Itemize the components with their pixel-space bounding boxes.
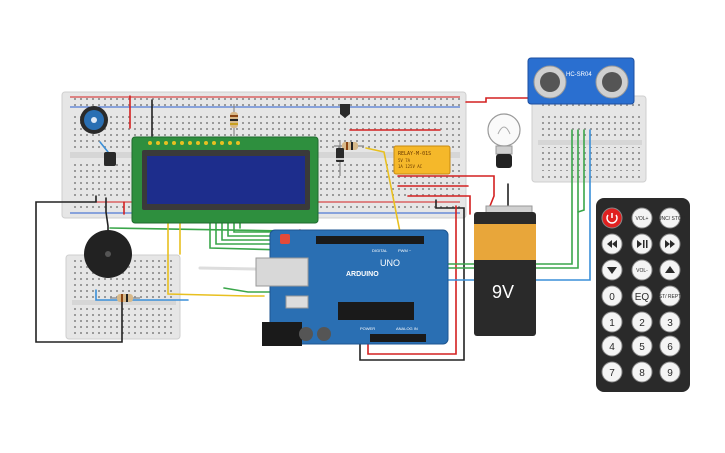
play-pause-button[interactable]: [631, 233, 653, 255]
remote-button-3[interactable]: 3: [659, 311, 681, 333]
remote-button-label: VOL-: [636, 268, 648, 274]
remote-button-8[interactable]: 8: [631, 361, 653, 383]
transistor: [340, 104, 350, 118]
remote-button-label: ST/ REPT: [659, 294, 682, 300]
relay-module: RELAY-M-01S 5V 7A 1A 125V AC: [393, 145, 451, 175]
remote-button-9[interactable]: 9: [659, 361, 681, 383]
remote-button-label: 4: [609, 342, 615, 353]
remote-button-label: 1: [609, 318, 615, 329]
fast-forward-icon: [665, 240, 675, 248]
power-icon: [606, 213, 618, 224]
lcd-display: [131, 136, 319, 224]
remote-button-1[interactable]: 1: [601, 311, 623, 333]
remote-button-label: 3: [667, 318, 673, 329]
remote-button-5[interactable]: 5: [631, 335, 653, 357]
resistor-mid: [334, 142, 364, 150]
small-breadboard-left: [65, 254, 181, 340]
remote-button-vol-[interactable]: VOL+: [631, 207, 653, 229]
remote-button-eq[interactable]: EQ: [631, 285, 653, 307]
remote-button-func-stop[interactable]: FUNC/ STOP: [655, 207, 686, 229]
battery-9v: 9V: [474, 205, 536, 336]
arduino-brand-label: ARDUINO: [346, 271, 379, 278]
play-pause-icon: [637, 240, 648, 248]
rewind-button[interactable]: [601, 233, 623, 255]
remote-button-label: 5: [639, 342, 645, 353]
remote-button-label: 8: [639, 368, 645, 379]
resistor-top: [230, 104, 238, 136]
rewind-icon: [607, 240, 617, 248]
remote-button-7[interactable]: 7: [601, 361, 623, 383]
remote-button-label: 0: [609, 292, 615, 303]
down-button[interactable]: [601, 259, 623, 281]
remote-button-0[interactable]: 0: [601, 285, 623, 307]
arduino-analog-label: ANALOG IN: [396, 326, 418, 331]
remote-button-st-rept[interactable]: ST/ REPT: [659, 285, 682, 307]
up-button[interactable]: [659, 259, 681, 281]
arduino-model-label: UNO: [380, 258, 400, 268]
remote-button-label: EQ: [635, 292, 650, 303]
remote-buttons: VOL+ FUNC/ STOP VOL- 0 EQ ST/ REPT 1 2 3 4 5 6 7 8 9: [601, 207, 686, 383]
remote-button-label: VOL+: [636, 216, 649, 222]
down-icon: [607, 267, 617, 274]
power-button[interactable]: [601, 207, 623, 229]
remote-button-4[interactable]: 4: [601, 335, 623, 357]
remote-button-label: 2: [639, 318, 645, 329]
arduino-uno: ARDUINO UNO DIGITAL PWM ~ POWER ANALOG I…: [255, 229, 449, 346]
resistor-bottom: [110, 294, 140, 302]
arduino-digital-label: DIGITAL: [372, 248, 388, 253]
diode: [336, 140, 344, 176]
buzzer: [84, 230, 132, 278]
relay-label: RELAY-M-01S: [398, 151, 431, 157]
battery-label: 9V: [492, 282, 514, 302]
remote-button-vol-[interactable]: VOL-: [631, 259, 653, 281]
photoresistor: [104, 152, 116, 166]
fast-forward-button[interactable]: [659, 233, 681, 255]
up-icon: [665, 266, 675, 273]
arduino-pwm-label: PWM ~: [398, 248, 412, 253]
remote-button-6[interactable]: 6: [659, 335, 681, 357]
light-bulb: [487, 113, 521, 168]
potentiometer: [80, 106, 108, 134]
small-breadboard-right: [531, 95, 647, 183]
remote-button-label: FUNC/ STOP: [655, 216, 686, 222]
arduino-power-label: POWER: [360, 326, 375, 331]
sensor-label: HC-SR04: [566, 72, 592, 78]
svg-text:1A 125V AC: 1A 125V AC: [398, 164, 423, 169]
remote-button-label: 9: [667, 368, 673, 379]
remote-button-label: 6: [667, 342, 673, 353]
svg-text:5V 7A: 5V 7A: [398, 158, 411, 163]
ultrasonic-sensor: HC-SR04: [527, 57, 635, 105]
remote-button-2[interactable]: 2: [631, 311, 653, 333]
remote-button-label: 7: [609, 368, 615, 379]
